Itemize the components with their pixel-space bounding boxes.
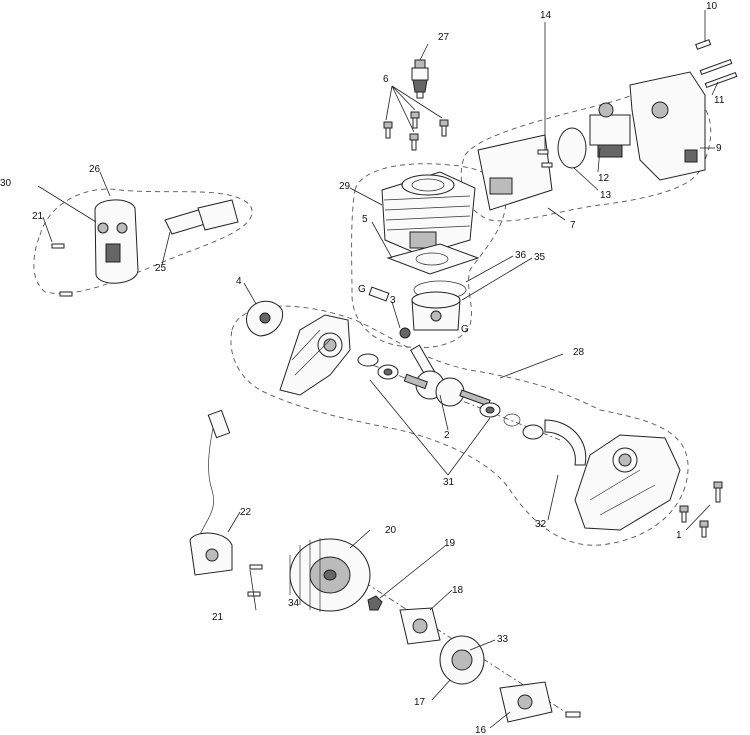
cylinder-screws-part <box>383 111 449 151</box>
part-labels: 27 6 14 10 11 9 12 13 7 29 5 36 35 G 3 G… <box>0 1 725 735</box>
label-34: 34 <box>288 598 300 609</box>
cylinder-gasket-part <box>386 243 480 275</box>
label-10: 10 <box>706 1 718 12</box>
label-18: 18 <box>452 585 464 596</box>
crankcase-group-outline <box>230 305 689 546</box>
intake-screws-part <box>537 149 553 168</box>
leader-lines <box>37 10 719 729</box>
fuel-tank-housing-part <box>629 71 706 181</box>
label-13: 13 <box>600 190 612 201</box>
label-3: 3 <box>390 295 396 306</box>
label-26: 26 <box>89 164 101 175</box>
cover-screw-part <box>565 711 581 718</box>
label-20: 20 <box>385 525 397 536</box>
label-25: 25 <box>155 263 167 274</box>
left-bearing-part <box>357 353 399 380</box>
label-4: 4 <box>236 276 242 287</box>
label-9: 9 <box>716 143 722 154</box>
label-36: 36 <box>515 250 527 261</box>
crankcase-left-part <box>279 314 351 396</box>
muffler-group-outline <box>33 188 253 294</box>
label-31: 31 <box>443 477 455 488</box>
label-7: 7 <box>570 220 576 231</box>
carburetor-gasket-part <box>557 127 587 169</box>
washer-part <box>399 607 441 645</box>
right-bearing-part <box>479 402 544 440</box>
housing-screws-part <box>695 39 738 88</box>
piston-pin-part <box>368 286 411 339</box>
label-2: 2 <box>444 430 450 441</box>
label-22: 22 <box>240 507 252 518</box>
starter-pawl-part <box>246 300 284 337</box>
label-33: 33 <box>497 634 509 645</box>
label-g-right: G <box>461 324 469 335</box>
label-28: 28 <box>573 347 585 358</box>
crankshaft-part <box>403 344 491 407</box>
label-17: 17 <box>414 697 426 708</box>
label-g-left: G <box>358 284 366 295</box>
carburetor-part <box>589 102 631 158</box>
ignition-coil-part <box>189 409 233 576</box>
fuel-group-outline <box>460 88 712 222</box>
muffler-gasket-part <box>164 199 239 235</box>
cylinder-group-outline <box>351 163 507 348</box>
label-5: 5 <box>362 214 368 225</box>
label-11: 11 <box>714 95 725 106</box>
muffler-part <box>94 199 139 284</box>
label-12: 12 <box>598 173 610 184</box>
label-16: 16 <box>475 725 487 735</box>
label-21-top: 21 <box>32 211 44 222</box>
crankcase-gasket-part <box>544 419 587 466</box>
clutch-part <box>439 635 485 685</box>
label-6: 6 <box>383 74 389 85</box>
clutch-cover-part <box>499 681 553 723</box>
label-14: 14 <box>540 10 552 21</box>
piston-part <box>411 291 461 331</box>
label-21-bottom: 21 <box>212 612 224 623</box>
muffler-screws-part <box>51 243 73 297</box>
label-35: 35 <box>534 252 546 263</box>
label-27: 27 <box>438 32 450 43</box>
label-1: 1 <box>676 530 682 541</box>
cylinder-part <box>381 171 476 256</box>
crankcase-right-part <box>574 434 681 531</box>
spark-plug-part <box>411 59 429 99</box>
label-19: 19 <box>444 538 456 549</box>
label-30: 30 <box>0 178 12 189</box>
flywheel-part <box>289 538 371 612</box>
intake-plate-part <box>477 134 553 211</box>
label-29: 29 <box>339 181 351 192</box>
nut-part <box>367 595 383 611</box>
label-32: 32 <box>535 519 547 530</box>
crankcase-screws-part <box>679 481 723 538</box>
coil-screws-part <box>247 564 263 597</box>
